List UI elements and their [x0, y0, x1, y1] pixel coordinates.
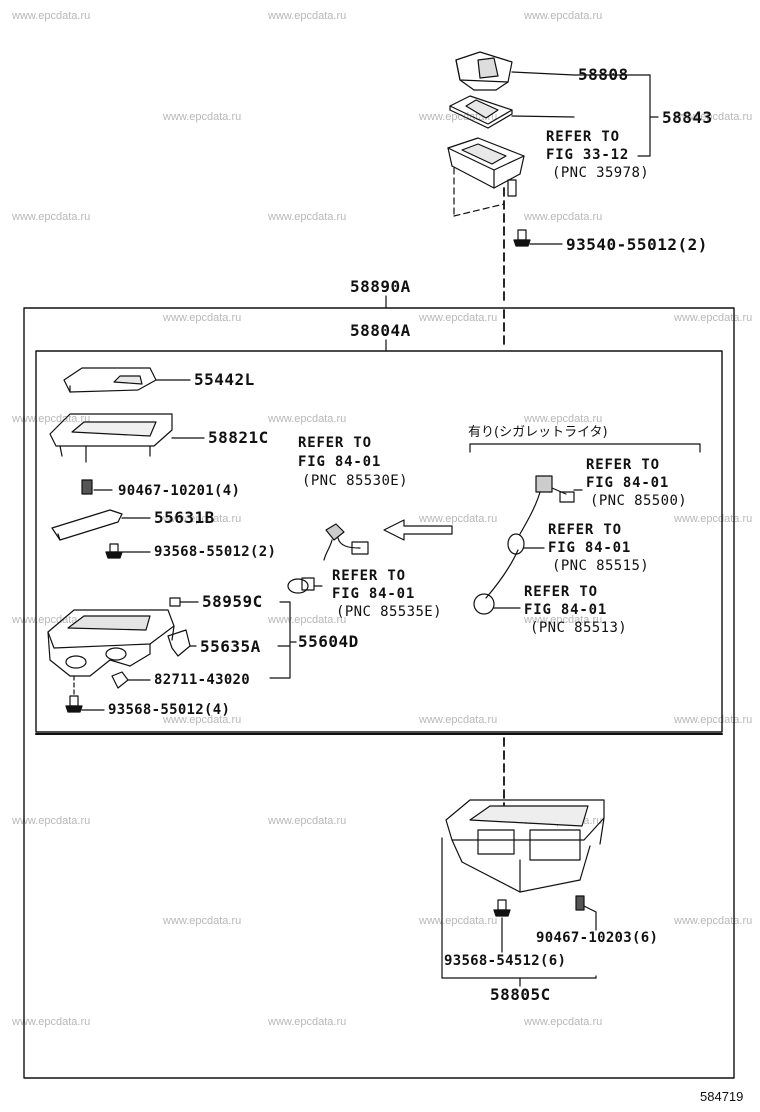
shift-boot-drawing — [455, 51, 513, 91]
watermark: www.epcdata.ru — [674, 714, 753, 726]
refer-fig-link[interactable]: FIG 84-01 — [548, 540, 632, 556]
part-label-58843[interactable]: 58843 — [662, 108, 713, 127]
refer-fig-link[interactable]: FIG 84-01 — [586, 475, 670, 491]
clip-drawing — [575, 895, 585, 911]
refer-pnc: (PNC 85513) — [530, 620, 628, 636]
refer-line: REFER TO — [548, 522, 622, 538]
refer-pnc: (PNC 85515) — [552, 558, 650, 574]
part-label-55442l[interactable]: 55442L — [194, 370, 255, 389]
watermark: www.epcdata.ru — [419, 111, 498, 123]
lighter-plug-drawing — [473, 593, 495, 615]
watermark: www.epcdata.ru — [524, 614, 603, 626]
part-label-93568-54512[interactable]: 93568-54512(6) — [444, 953, 567, 969]
screw-drawing — [65, 675, 83, 713]
watermark: www.epcdata.ru — [419, 513, 498, 525]
watermark: www.epcdata.ru — [12, 815, 91, 827]
console-base-drawing — [445, 799, 605, 893]
part-label-93568-55012-4[interactable]: 93568-55012(4) — [108, 702, 231, 718]
watermark: www.epcdata.ru — [419, 312, 498, 324]
refer-line: REFER TO — [546, 129, 620, 145]
outer-assembly-box — [23, 307, 735, 1079]
refer-fig-link[interactable]: FIG 33-12 — [546, 147, 630, 163]
watermark: www.epcdata.ru — [12, 211, 91, 223]
shift-bezel-drawing — [449, 95, 513, 129]
part-label-90467-10201[interactable]: 90467-10201(4) — [118, 483, 241, 499]
watermark: www.epcdata.ru — [163, 915, 242, 927]
bracket-drawing — [51, 509, 123, 541]
part-label-55604d[interactable]: 55604D — [298, 632, 359, 651]
part-label-58959c[interactable]: 58959C — [202, 592, 263, 611]
watermark: www.epcdata.ru — [674, 312, 753, 324]
watermark: www.epcdata.ru — [524, 1016, 603, 1028]
assembly-label-58890a[interactable]: 58890A — [350, 277, 411, 296]
inner-assembly-box — [35, 350, 723, 733]
watermark: www.epcdata.ru — [674, 915, 753, 927]
refer-pnc: (PNC 85530E) — [302, 473, 408, 489]
assembly-label-58805c[interactable]: 58805C — [490, 985, 551, 1004]
refer-pnc: (PNC 35978) — [552, 165, 650, 181]
refer-line: REFER TO — [298, 435, 372, 451]
cover-drawing — [167, 629, 191, 657]
watermark: www.epcdata.ru — [12, 413, 91, 425]
refer-line: REFER TO — [332, 568, 406, 584]
panel-drawing — [49, 413, 173, 463]
watermark: www.epcdata.ru — [163, 513, 242, 525]
console-box-drawing — [47, 609, 175, 677]
refer-fig-link[interactable]: FIG 84-01 — [332, 586, 416, 602]
watermark: www.epcdata.ru — [268, 10, 347, 22]
watermark: www.epcdata.ru — [674, 111, 753, 123]
watermark: www.epcdata.ru — [268, 1016, 347, 1028]
part-label-82711-43020[interactable]: 82711-43020 — [154, 672, 251, 688]
part-label-58808[interactable]: 58808 — [578, 65, 629, 84]
watermark: www.epcdata.ru — [163, 714, 242, 726]
refer-fig-link[interactable]: FIG 84-01 — [524, 602, 608, 618]
watermark: www.epcdata.ru — [268, 614, 347, 626]
screw-drawing — [493, 899, 511, 917]
part-label-58821c[interactable]: 58821C — [208, 428, 269, 447]
clip-drawing — [169, 597, 181, 607]
watermark: www.epcdata.ru — [419, 915, 498, 927]
watermark: www.epcdata.ru — [12, 1016, 91, 1028]
group-note-cigarette-lighter: 有り(シガレットライタ) — [468, 425, 608, 440]
watermark: www.epcdata.ru — [524, 10, 603, 22]
watermark: www.epcdata.ru — [163, 111, 242, 123]
shift-housing-drawing — [447, 137, 525, 217]
watermark: www.epcdata.ru — [163, 312, 242, 324]
watermark: www.epcdata.ru — [268, 413, 347, 425]
watermark: www.epcdata.ru — [268, 815, 347, 827]
watermark: www.epcdata.ru — [268, 211, 347, 223]
clip-drawing — [81, 479, 93, 495]
part-label-55631b[interactable]: 55631B — [154, 508, 215, 527]
harness-drawing — [323, 523, 369, 561]
direction-arrow — [383, 519, 453, 541]
refer-pnc: (PNC 85535E) — [336, 604, 442, 620]
tray-drawing — [63, 367, 157, 393]
assembly-label-58804a[interactable]: 58804A — [350, 321, 411, 340]
watermark: www.epcdata.ru — [524, 413, 603, 425]
diagram-id: 584719 — [700, 1089, 744, 1104]
connector-drawing — [111, 671, 129, 689]
refer-line: REFER TO — [524, 584, 598, 600]
screw-drawing — [513, 229, 531, 247]
part-label-55635a[interactable]: 55635A — [200, 637, 261, 656]
refer-line: REFER TO — [586, 457, 660, 473]
part-label-90467-10203[interactable]: 90467-10203(6) — [536, 930, 659, 946]
part-label-93568-55012-2[interactable]: 93568-55012(2) — [154, 544, 277, 560]
watermark: www.epcdata.ru — [674, 513, 753, 525]
socket-drawing — [287, 577, 315, 594]
part-label-93540-55012[interactable]: 93540-55012(2) — [566, 235, 708, 254]
watermark: www.epcdata.ru — [12, 10, 91, 22]
watermark: www.epcdata.ru — [419, 714, 498, 726]
lighter-socket-drawing — [507, 533, 525, 555]
refer-pnc: (PNC 85500) — [590, 493, 688, 509]
refer-fig-link[interactable]: FIG 84-01 — [298, 454, 382, 470]
screw-drawing — [105, 543, 123, 559]
watermark: www.epcdata.ru — [12, 614, 91, 626]
watermark: www.epcdata.ru — [524, 211, 603, 223]
